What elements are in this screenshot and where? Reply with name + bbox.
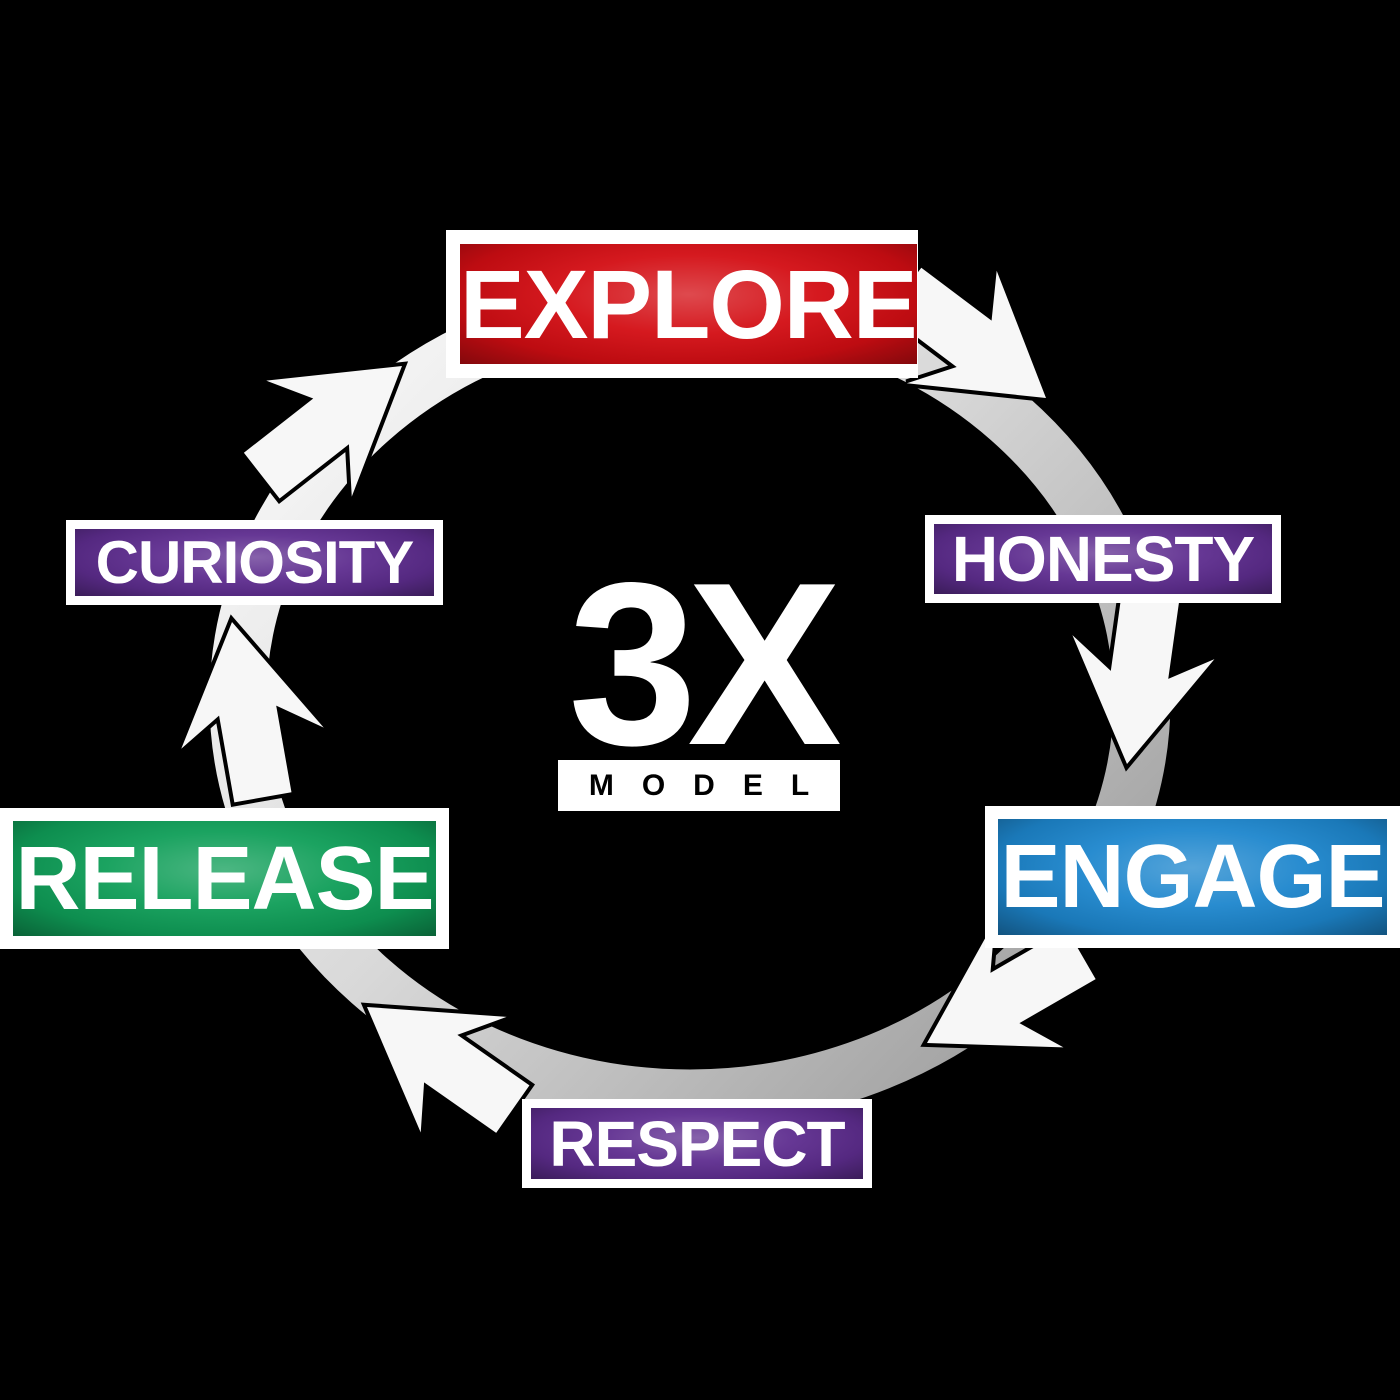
node-honesty-label: HONESTY	[951, 523, 1255, 595]
node-engage-panel: ENGAGE	[998, 819, 1387, 935]
model-bar: MODEL	[558, 760, 840, 811]
node-respect-label: RESPECT	[549, 1107, 845, 1180]
node-engage-label: ENGAGE	[1000, 827, 1385, 927]
node-honesty: HONESTY	[925, 515, 1281, 603]
node-explore: EXPLORE	[446, 230, 918, 378]
node-release: RELEASE	[0, 808, 449, 949]
model-label: MODEL	[588, 768, 838, 802]
node-respect: RESPECT	[522, 1099, 872, 1188]
cycle-arrow-icon	[1056, 578, 1223, 774]
node-honesty-panel: HONESTY	[934, 524, 1272, 594]
node-engage: ENGAGE	[985, 806, 1400, 948]
node-release-panel: RELEASE	[13, 821, 436, 936]
node-curiosity-label: CURIOSITY	[95, 528, 415, 596]
node-curiosity-panel: CURIOSITY	[75, 529, 434, 596]
node-explore-label: EXPLORE	[460, 249, 918, 359]
center-logo: 3X	[540, 535, 860, 794]
node-release-label: RELEASE	[15, 828, 434, 929]
node-respect-panel: RESPECT	[531, 1108, 863, 1179]
node-explore-panel: EXPLORE	[460, 244, 918, 364]
node-curiosity: CURIOSITY	[66, 520, 443, 605]
logo-3x-title: 3X	[568, 535, 842, 794]
cycle-arrow-icon	[161, 609, 334, 809]
